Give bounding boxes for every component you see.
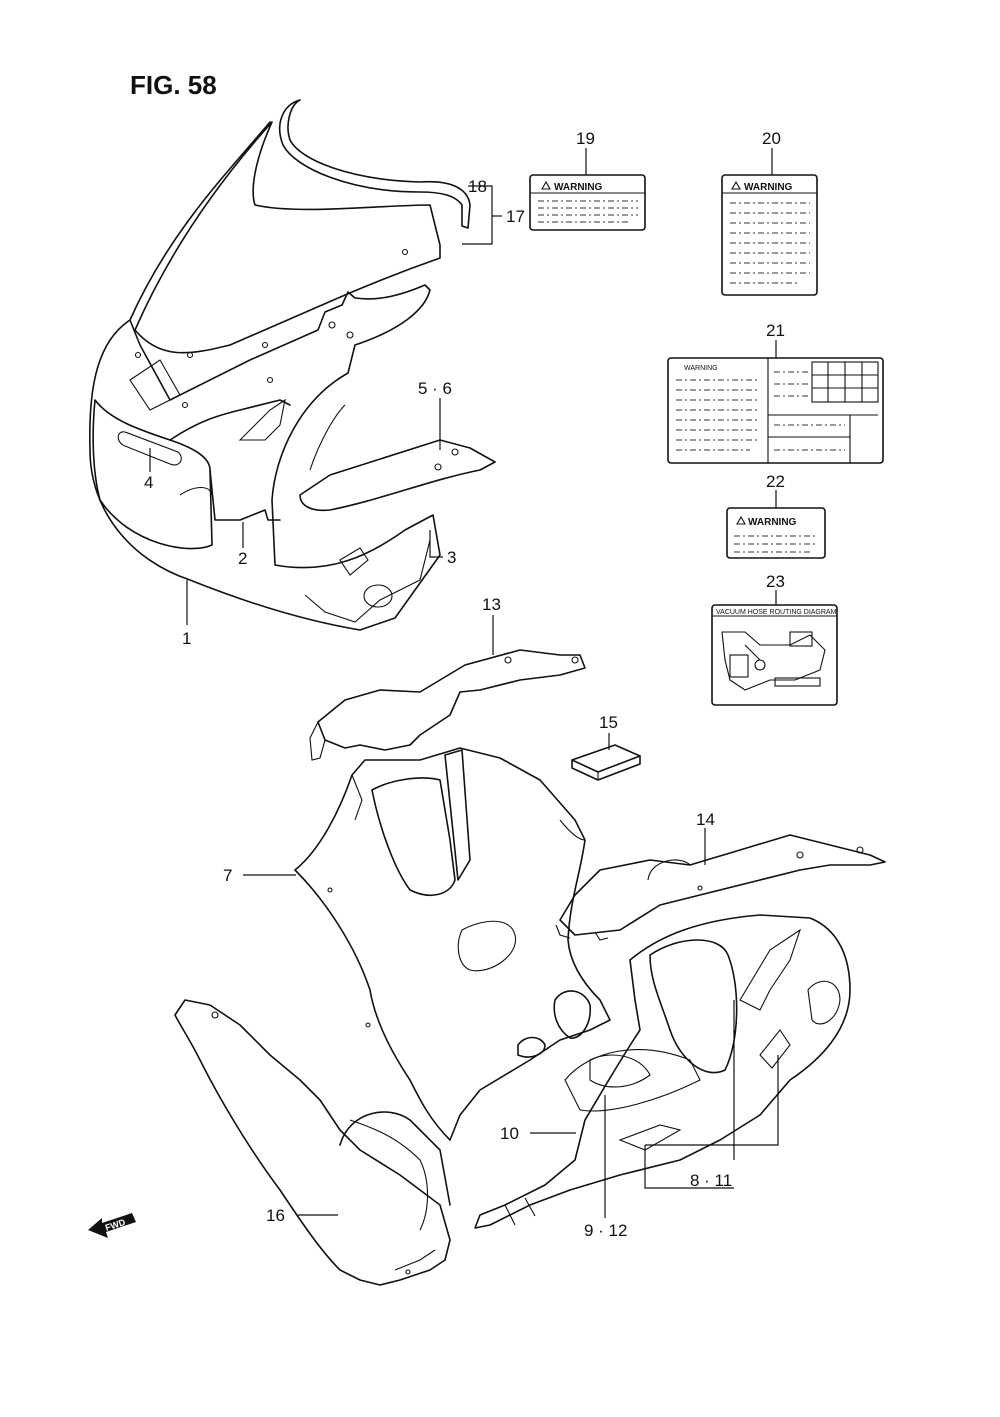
callout-4: 4	[144, 473, 153, 492]
fwd-arrow: FWD	[88, 1213, 136, 1238]
warning-label-21: WARNING	[667, 357, 884, 464]
duct-seal	[553, 990, 591, 1039]
callout-8-11: 8 · 11	[690, 1171, 732, 1190]
lower-cowling	[474, 914, 851, 1229]
side-cowling	[294, 747, 611, 1141]
upper-cowling	[88, 121, 441, 631]
callout-3: 3	[447, 548, 456, 567]
callout-15: 15	[599, 713, 618, 732]
callout-20: 20	[762, 129, 781, 148]
callout-13: 13	[482, 595, 501, 614]
figure-title: FIG. 58	[130, 70, 217, 100]
callout-21: 21	[766, 321, 785, 340]
callout-9-12: 9 · 12	[584, 1221, 627, 1240]
callout-22: 22	[766, 472, 785, 491]
callout-14: 14	[696, 810, 715, 829]
callout-19: 19	[576, 129, 595, 148]
leader-lines	[149, 148, 779, 1218]
inner-lower-panel	[555, 834, 886, 941]
cushion-15	[571, 744, 641, 781]
side-fairing	[174, 999, 451, 1286]
label-21-title: WARNING	[684, 365, 718, 372]
bracket-13	[309, 649, 586, 761]
callouts: 18 17 19 20 21 22 23 5 · 6 4 2 3 1 13 15…	[144, 129, 785, 1240]
windscreen	[134, 99, 471, 359]
fwd-arrow-label: FWD	[104, 1217, 127, 1233]
callout-17: 17	[506, 207, 525, 226]
callout-18: 18	[468, 177, 487, 196]
grommet	[517, 1036, 546, 1058]
callout-23: 23	[766, 572, 785, 591]
label-23-title: VACUUM HOSE ROUTING DIAGRAM	[716, 609, 837, 616]
callout-1: 1	[182, 629, 191, 648]
vacuum-hose-label-23: VACUUM HOSE ROUTING DIAGRAM	[711, 604, 838, 706]
callout-10: 10	[500, 1124, 519, 1143]
label-20-title: WARNING	[744, 182, 793, 193]
warning-label-19: WARNING	[529, 174, 646, 231]
warning-label-20: WARNING	[721, 174, 818, 296]
callout-5-6: 5 · 6	[418, 379, 452, 398]
callout-7: 7	[223, 866, 232, 885]
callout-16: 16	[266, 1206, 285, 1225]
warning-label-22: WARNING	[726, 507, 826, 559]
callout-2: 2	[238, 549, 247, 568]
inner-panel	[299, 439, 496, 512]
label-19-title: WARNING	[554, 182, 603, 193]
label-22-title: WARNING	[748, 517, 797, 528]
